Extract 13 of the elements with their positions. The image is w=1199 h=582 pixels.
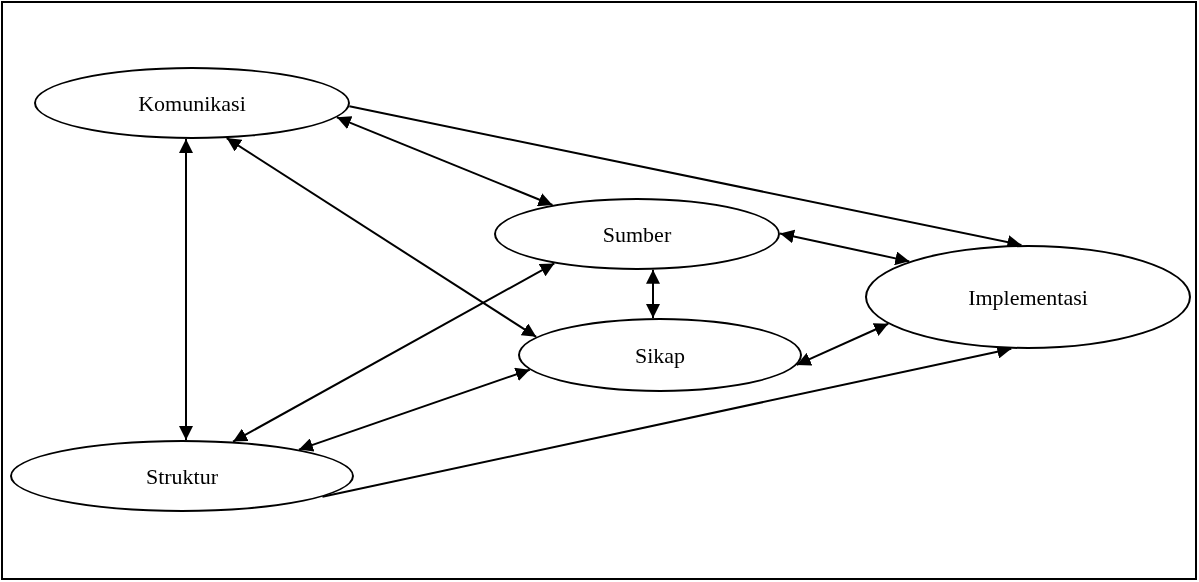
- node-label: Sikap: [634, 341, 686, 370]
- node-label: Struktur: [145, 462, 219, 491]
- arrow: [179, 137, 193, 441]
- arrow: [335, 116, 554, 207]
- arrow: [795, 322, 890, 366]
- node-label: Sumber: [602, 220, 672, 249]
- arrow: [297, 367, 531, 452]
- arrow: [779, 229, 911, 266]
- arrow: [232, 262, 556, 443]
- node-label: Komunikasi: [138, 89, 246, 118]
- node-label: Implementasi: [968, 283, 1088, 312]
- arrow: [225, 137, 538, 338]
- arrow: [646, 268, 660, 320]
